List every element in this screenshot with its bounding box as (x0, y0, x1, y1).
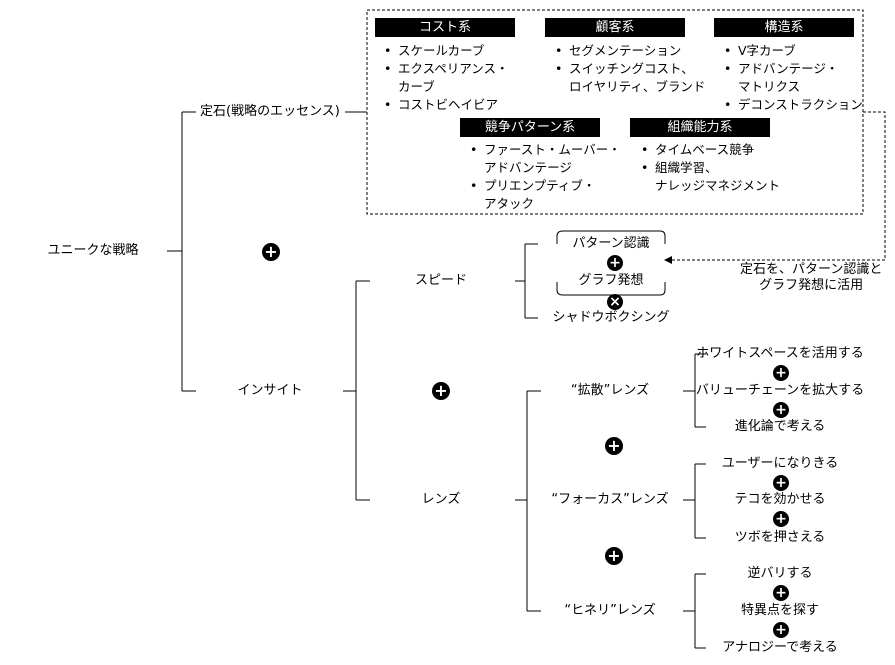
lens-item: 逆バリする (747, 566, 813, 581)
plus-icon: + (773, 402, 789, 418)
list-item: エクスペリアンス・ カーブ (384, 60, 509, 96)
plus-icon: + (607, 255, 623, 271)
list-item: デコンストラクション (724, 96, 863, 114)
group-list-customer: セグメンテーション スイッチングコスト、 ロイヤリティ、ブランド (555, 42, 705, 96)
root-label: ユニークな戦略 (47, 243, 139, 258)
group-header-organization: 組織能力系 (630, 118, 770, 137)
lens-item: ツボを押さえる (734, 530, 826, 545)
plus-icon: + (773, 475, 789, 491)
plus-icon: + (432, 382, 450, 400)
list-item: スイッチングコスト、 ロイヤリティ、ブランド (555, 60, 705, 96)
twist-lens-label: “ヒネリ”レンズ (564, 603, 656, 618)
speed-label: スピード (414, 273, 468, 288)
list-item: V字カーブ (724, 42, 863, 60)
plus-icon: + (773, 585, 789, 601)
plus-icon: + (773, 511, 789, 527)
group-header-customer: 顧客系 (545, 18, 685, 37)
list-item: セグメンテーション (555, 42, 705, 60)
group-header-structure: 構造系 (714, 18, 854, 37)
lens-item: ユーザーになりきる (721, 456, 839, 471)
list-item: スケールカーブ (384, 42, 509, 60)
group-list-structure: V字カーブ アドバンテージ・ マトリクス デコンストラクション (724, 42, 863, 114)
plus-icon: + (773, 622, 789, 638)
plus-icon: + (605, 437, 623, 455)
shadow-boxing-label: シャドウボクシング (552, 310, 670, 325)
list-item: 組織学習、 ナレッジマネジメント (641, 159, 780, 195)
group-list-cost: スケールカーブ エクスペリアンス・ カーブ コストビヘイビア (384, 42, 509, 114)
plus-icon: + (262, 243, 280, 261)
list-item: コストビヘイビア (384, 96, 509, 114)
jouseki-label: 定石(戦略のエッセンス) (200, 104, 340, 119)
list-item: アドバンテージ・ マトリクス (724, 60, 863, 96)
lens-item: バリューチェーンを拡大する (695, 383, 865, 398)
group-list-organization: タイムベース競争 組織学習、 ナレッジマネジメント (641, 141, 780, 195)
lens-item: アナロジーで考える (722, 640, 838, 655)
list-item: タイムベース競争 (641, 141, 780, 159)
group-header-cost: コスト系 (375, 18, 515, 37)
graph-thinking-label: グラフ発想 (578, 273, 644, 288)
lens-item: テコを効かせる (734, 492, 826, 507)
lens-item: 特異点を探す (740, 603, 820, 618)
plus-icon: + (605, 547, 623, 565)
lens-item: ホワイトスペースを活用する (696, 346, 864, 361)
diffusion-lens-label: “拡散”レンズ (570, 383, 650, 398)
group-list-competition: ファースト・ムーバー・ アドバンテージ プリエンプティブ・ アタック (470, 141, 621, 213)
lens-label: レンズ (421, 492, 461, 507)
times-icon: × (607, 294, 623, 310)
lens-item: 進化論で考える (734, 419, 826, 434)
focus-lens-label: “フォーカス”レンズ (551, 492, 669, 507)
plus-icon: + (773, 365, 789, 381)
group-header-competition: 競争パターン系 (460, 118, 600, 137)
pattern-recognition-label: パターン認識 (572, 236, 650, 251)
note-text: 定石を、パターン認識と グラフ発想に活用 (740, 262, 883, 293)
list-item: ファースト・ムーバー・ アドバンテージ (470, 141, 621, 177)
list-item: プリエンプティブ・ アタック (470, 177, 621, 213)
insight-label: インサイト (237, 383, 303, 398)
